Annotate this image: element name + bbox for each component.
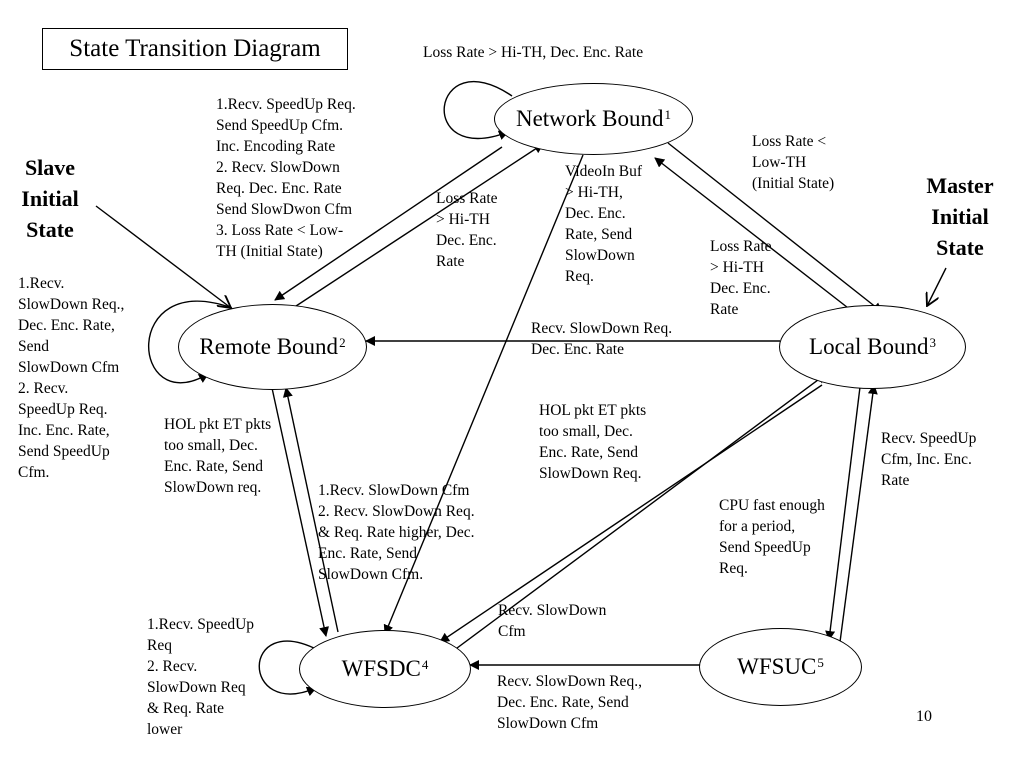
label-local-to-network: Loss Rate > Hi-TH Dec. Enc. Rate: [710, 238, 772, 318]
edge-local-to-network: [654, 157, 853, 312]
edge-local-to-wfsdc: [439, 384, 823, 643]
label-local-to-wfsdc: HOL pkt ET pkts too small, Dec. Enc. Rat…: [539, 402, 647, 482]
label-network-to-wfsdc: VideoIn Buf > Hi-TH, Dec. Enc. Rate, Sen…: [565, 163, 642, 285]
edge-wfsdc-to-remote: [282, 387, 339, 633]
label-wfsuc-to-wfsdc: Recv. SlowDown Req., Dec. Enc. Rate, Sen…: [497, 673, 642, 732]
edge-remote-to-wfsdc: [271, 387, 329, 637]
page-number: 10: [916, 708, 932, 725]
edge-network-to-local: [667, 142, 883, 313]
label-local-to-wfsuc: CPU fast enough for a period, Send Speed…: [719, 497, 825, 577]
slave-initial-state-label: Slave Initial State: [21, 155, 79, 242]
label-wfsdc-to-remote: 1.Recv. SlowDown Cfm 2. Recv. SlowDown R…: [318, 482, 475, 583]
label-local-to-remote: Recv. SlowDown Req. Dec. Enc. Rate: [531, 320, 673, 358]
label-wfsdc-to-local: Recv. SlowDown Cfm: [498, 602, 607, 640]
label-wfsuc-to-local: Recv. SpeedUp Cfm, Inc. Enc. Rate: [881, 430, 977, 489]
edge-local-to-wfsuc: [825, 386, 861, 641]
state-local-bound-sup: 3: [929, 335, 936, 350]
diagram-title: State Transition Diagram: [42, 28, 348, 70]
state-wfsuc-sup: 5: [817, 655, 824, 670]
edge-wfsdc-self: [258, 640, 319, 697]
state-remote-bound-sup: 2: [339, 335, 346, 350]
label-wfsdc-self: 1.Recv. SpeedUp Req 2. Recv. SlowDown Re…: [147, 616, 255, 738]
edge-remote-to-network: [292, 143, 544, 309]
edge-network-to-wfsdc: [383, 154, 584, 635]
edge-wfsuc-to-local: [839, 384, 878, 643]
label-network-to-remote: 1.Recv. SpeedUp Req. Send SpeedUp Cfm. I…: [216, 96, 356, 260]
label-remote-self: 1.Recv. SlowDown Req., Dec. Enc. Rate, S…: [18, 275, 125, 481]
state-wfsuc-name: WFSUC: [737, 654, 817, 679]
label-remote-to-wfsdc: HOL pkt ET pkts too small, Dec. Enc. Rat…: [164, 416, 272, 496]
label-network-to-local: Loss Rate < Low-TH (Initial State): [752, 133, 835, 192]
state-remote-bound-name: Remote Bound: [199, 334, 339, 359]
state-network-bound-name: Network Bound: [515, 106, 664, 131]
state-wfsdc-sup: 4: [421, 657, 429, 672]
label-remote-to-network: Loss Rate > Hi-TH Dec. Enc. Rate: [436, 190, 498, 270]
slave-initial-arrow: [95, 205, 231, 308]
label-network-self: Loss Rate > Hi-TH, Dec. Enc. Rate: [423, 44, 644, 61]
state-wfsdc-name: WFSDC: [341, 656, 421, 681]
state-network-bound-sup: 1: [664, 107, 672, 122]
master-initial-state-label: Master Initial State: [926, 173, 994, 260]
master-initial-arrow: [927, 267, 947, 306]
edge-network-self: [443, 81, 513, 140]
edge-remote-self: [148, 300, 233, 384]
edge-wfsdc-to-local: [448, 373, 827, 655]
edge-network-to-remote: [274, 146, 503, 301]
state-local-bound-name: Local Bound: [809, 334, 929, 359]
